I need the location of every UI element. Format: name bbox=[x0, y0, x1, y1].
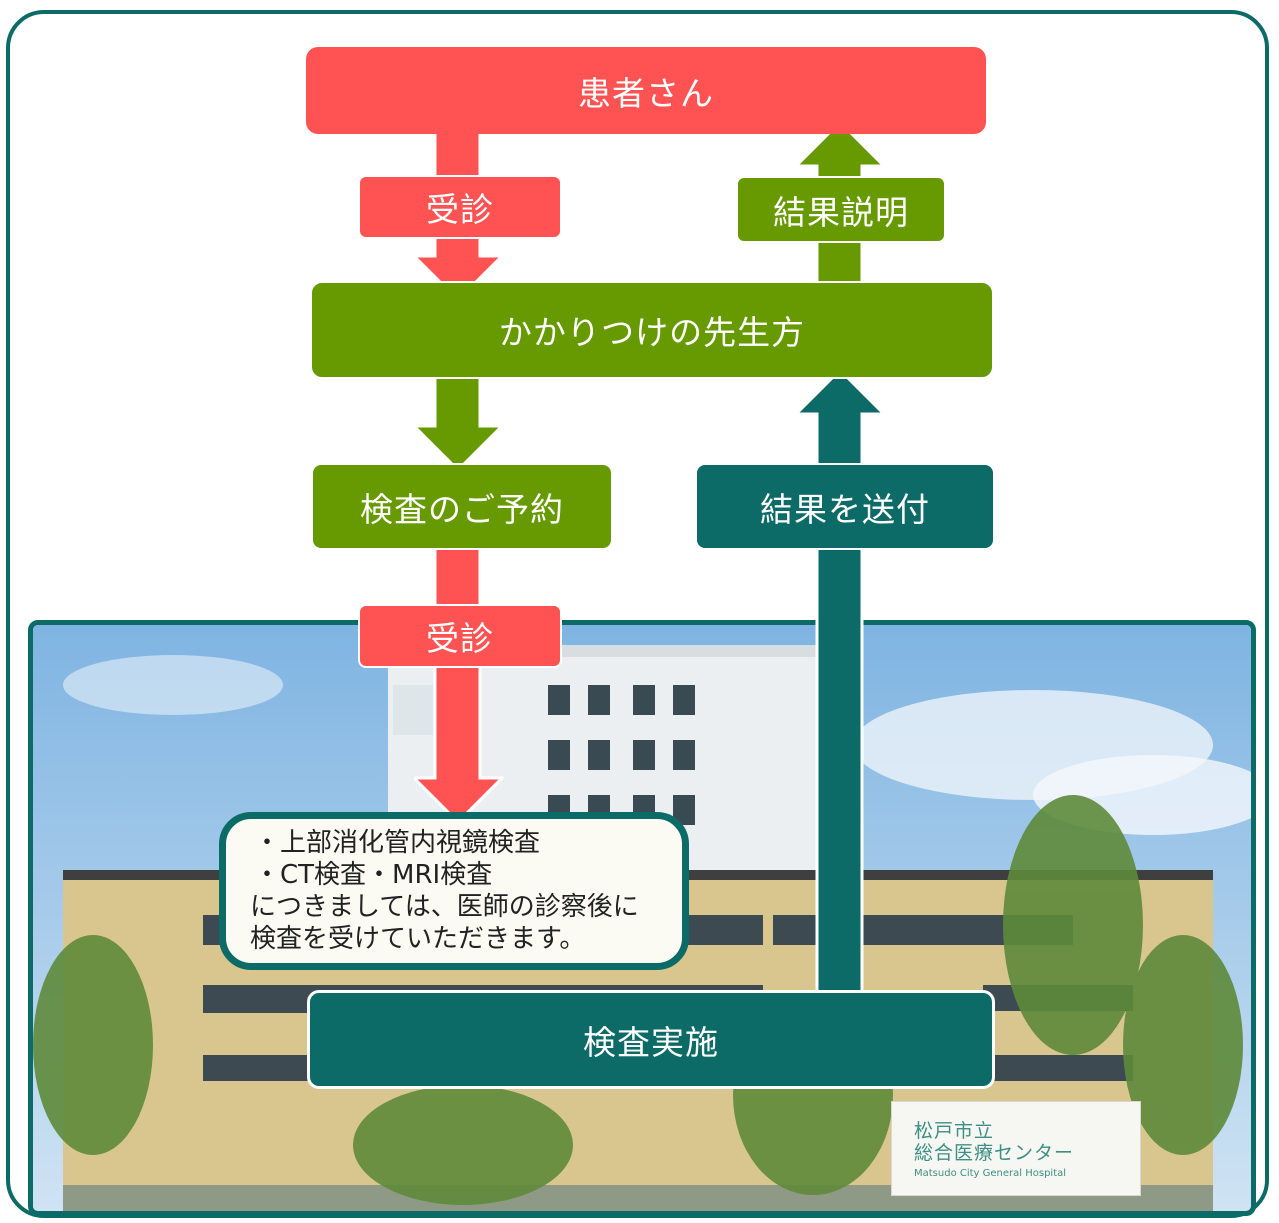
note-line-2: ・CT検査・MRI検査 bbox=[254, 860, 493, 890]
hospital-sign: 松戸市立 総合医療センター Matsudo City General Hospi… bbox=[891, 1101, 1141, 1196]
patient-box: 患者さん bbox=[306, 47, 986, 134]
arrow-exam-to-doctor bbox=[796, 367, 886, 1006]
consult-label-1: 受診 bbox=[358, 175, 562, 239]
family-doctor-box: かかりつけの先生方 bbox=[310, 281, 994, 379]
sign-line-2: 総合医療センター bbox=[914, 1142, 1075, 1164]
note-line-3: につきましては、医師の診察後に bbox=[250, 892, 639, 922]
sign-line-1: 松戸市立 bbox=[914, 1120, 995, 1142]
consult-label-2: 受診 bbox=[358, 604, 562, 668]
arrow-booking-to-exam bbox=[414, 528, 504, 824]
exam-note: ・上部消化管内視鏡検査 ・CT検査・MRI検査 につきましては、医師の診察後に … bbox=[219, 812, 689, 970]
note-line-4: 検査を受けていただきます。 bbox=[250, 924, 586, 954]
exam-booking-box: 検査のご予約 bbox=[311, 463, 613, 550]
exam-execution-box: 検査実施 bbox=[307, 990, 995, 1089]
sign-line-3: Matsudo City General Hospital bbox=[914, 1168, 1067, 1179]
send-results-box: 結果を送付 bbox=[695, 463, 995, 550]
note-line-1: ・上部消化管内視鏡検査 bbox=[254, 828, 541, 858]
result-explanation-label: 結果説明 bbox=[736, 176, 946, 243]
